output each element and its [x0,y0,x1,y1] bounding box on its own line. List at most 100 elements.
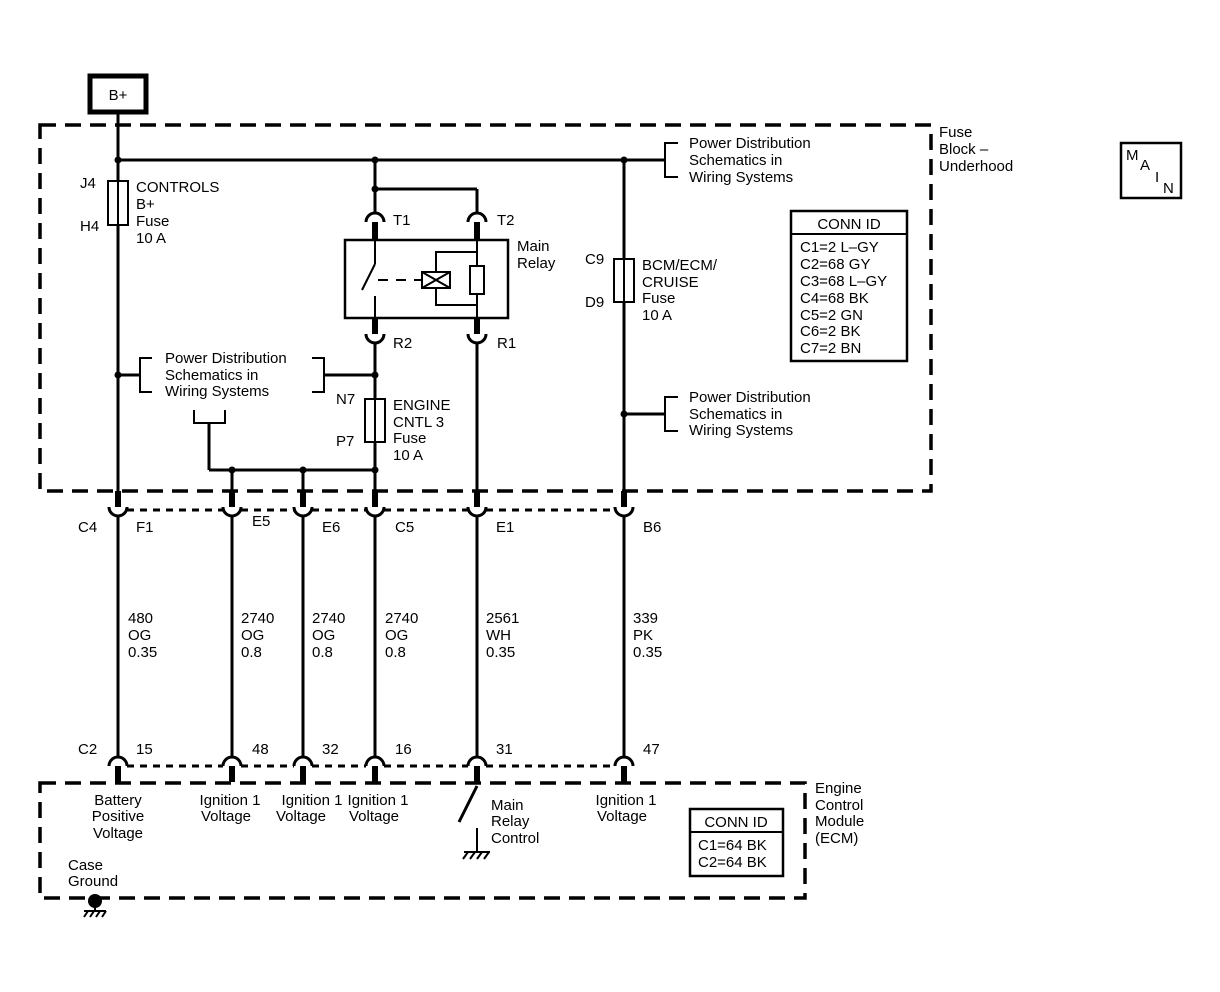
ecm-input-ignition-48: Ignition 1 Voltage [200,792,261,825]
connector-c4 [107,506,635,518]
svg-text:Positive: Positive [92,808,145,825]
controls-fuse-bottom-pin: H4 [80,218,99,235]
svg-text:Relay: Relay [491,813,530,830]
pin-f1-label: F1 [136,519,154,536]
relay-r2-terminal [364,333,386,345]
connector-c4-label: C4 [78,519,97,536]
svg-text:Ignition 1: Ignition 1 [348,792,409,809]
engine-fuse-bottom-pin: P7 [336,433,354,450]
ecm-boundary [38,781,807,900]
battery-source: B+ [87,73,149,115]
svg-text:C5=2 GN: C5=2 GN [800,307,863,324]
ecm-input-main-relay-control: Main Relay Control [491,797,539,847]
svg-text:Ignition 1: Ignition 1 [200,792,261,809]
ecm-conn-id-table: CONN ID C1=64 BK C2=64 BK [688,807,785,878]
ecm-pin-31: 31 [496,741,513,758]
main-badge[interactable]: M A I N [1119,141,1183,200]
svg-text:Wiring Systems: Wiring Systems [689,169,793,186]
relay-r1-label: R1 [497,335,516,352]
svg-text:Main: Main [491,797,524,814]
controls-fuse-label: CONTROLS B+ Fuse 10 A [136,179,219,247]
svg-text:B+: B+ [136,196,155,213]
main-relay-body [343,238,510,320]
svg-text:OG: OG [241,627,264,644]
svg-text:2740: 2740 [312,610,345,627]
svg-text:10 A: 10 A [136,230,166,247]
wire-label-2561: 2561 WH 0.35 [486,610,519,661]
wire-label-2740-a: 2740 OG 0.8 [241,610,274,661]
main-badge-letter-i: I [1155,169,1159,186]
svg-text:C4=68 BK: C4=68 BK [800,290,869,307]
harness-wires [116,516,626,757]
svg-text:Underhood: Underhood [939,158,1013,175]
battery-source-label: B+ [109,87,128,104]
svg-text:BCM/ECM/: BCM/ECM/ [642,257,718,274]
svg-text:Power Distribution: Power Distribution [689,389,811,406]
svg-text:CRUISE: CRUISE [642,274,699,291]
fuse-block-terminal-stubs [115,470,627,507]
main-relay-control-switch [457,785,479,823]
svg-text:WH: WH [486,627,511,644]
main-badge-letter-m: M [1126,147,1139,164]
svg-text:0.35: 0.35 [128,644,157,661]
svg-text:Wiring Systems: Wiring Systems [689,422,793,439]
controls-fuse-top-pin: J4 [80,175,96,192]
svg-text:0.35: 0.35 [486,644,515,661]
wire-label-2740-b: 2740 OG 0.8 [312,610,345,661]
svg-text:0.8: 0.8 [312,644,333,661]
svg-text:Engine: Engine [815,780,862,797]
svg-text:2740: 2740 [385,610,418,627]
bcm-fuse-top-pin: C9 [585,251,604,268]
svg-text:CONN ID: CONN ID [704,814,768,831]
pin-e1-label: E1 [496,519,514,536]
ecm-pin-16: 16 [395,741,412,758]
svg-text:0.8: 0.8 [385,644,406,661]
svg-text:0.8: 0.8 [241,644,262,661]
svg-text:C1=64 BK: C1=64 BK [698,837,767,854]
relay-t1-label: T1 [393,212,411,229]
svg-text:Module: Module [815,813,864,830]
svg-text:Schematics in: Schematics in [165,367,258,384]
power-dist-ref-right[interactable]: Power Distribution Schematics in Wiring … [664,389,811,439]
pin-e5-label: E5 [252,513,270,530]
svg-text:C2=68 GY: C2=68 GY [800,256,870,273]
main-relay-control-ground-icon [462,851,490,860]
ecm-pin-47: 47 [643,741,660,758]
svg-text:Ignition 1: Ignition 1 [282,792,343,809]
svg-text:480: 480 [128,610,153,627]
ecm-pin-48: 48 [252,741,269,758]
ecm-title: Engine Control Module (ECM) [815,780,864,847]
svg-text:CONN ID: CONN ID [817,216,881,233]
relay-t1-terminal [364,211,386,223]
bcm-fuse-bottom-pin: D9 [585,294,604,311]
wire-label-2740-c: 2740 OG 0.8 [385,610,418,661]
relay-t2-label: T2 [497,212,515,229]
power-dist-ref-top[interactable]: Power Distribution Schematics in Wiring … [664,135,811,186]
svg-text:Fuse: Fuse [136,213,169,230]
ecm-input-ignition-16: Ignition 1 Voltage [348,792,409,825]
case-ground-icon [83,894,107,918]
ecm-input-battery-positive: Battery Positive Voltage [92,792,145,842]
power-dist-ref-left[interactable]: Power Distribution Schematics in Wiring … [139,350,325,424]
relay-r1-terminal [466,333,488,345]
svg-text:Fuse: Fuse [393,430,426,447]
wire-label-339: 339 PK 0.35 [633,610,662,661]
ecm-input-ignition-32: Ignition 1 Voltage [276,792,342,825]
svg-text:2740: 2740 [241,610,274,627]
main-relay-label: Main Relay [517,238,556,272]
svg-text:PK: PK [633,627,653,644]
case-ground-label: Case Ground [68,857,118,890]
svg-text:Schematics in: Schematics in [689,152,782,169]
svg-text:Power Distribution: Power Distribution [165,350,287,367]
ecm-pin-32: 32 [322,741,339,758]
ecm-connector-c2-label: C2 [78,741,97,758]
svg-text:Voltage: Voltage [597,808,647,825]
svg-text:Main: Main [517,238,550,255]
svg-text:Schematics in: Schematics in [689,406,782,423]
pin-c5-label: C5 [395,519,414,536]
fuse-block-boundary [38,123,933,493]
fuse-block-conn-id-table: CONN ID C1=2 L–GY C2=68 GY C3=68 L–GY C4… [789,209,909,363]
svg-text:C2=64 BK: C2=64 BK [698,854,767,871]
svg-text:339: 339 [633,610,658,627]
